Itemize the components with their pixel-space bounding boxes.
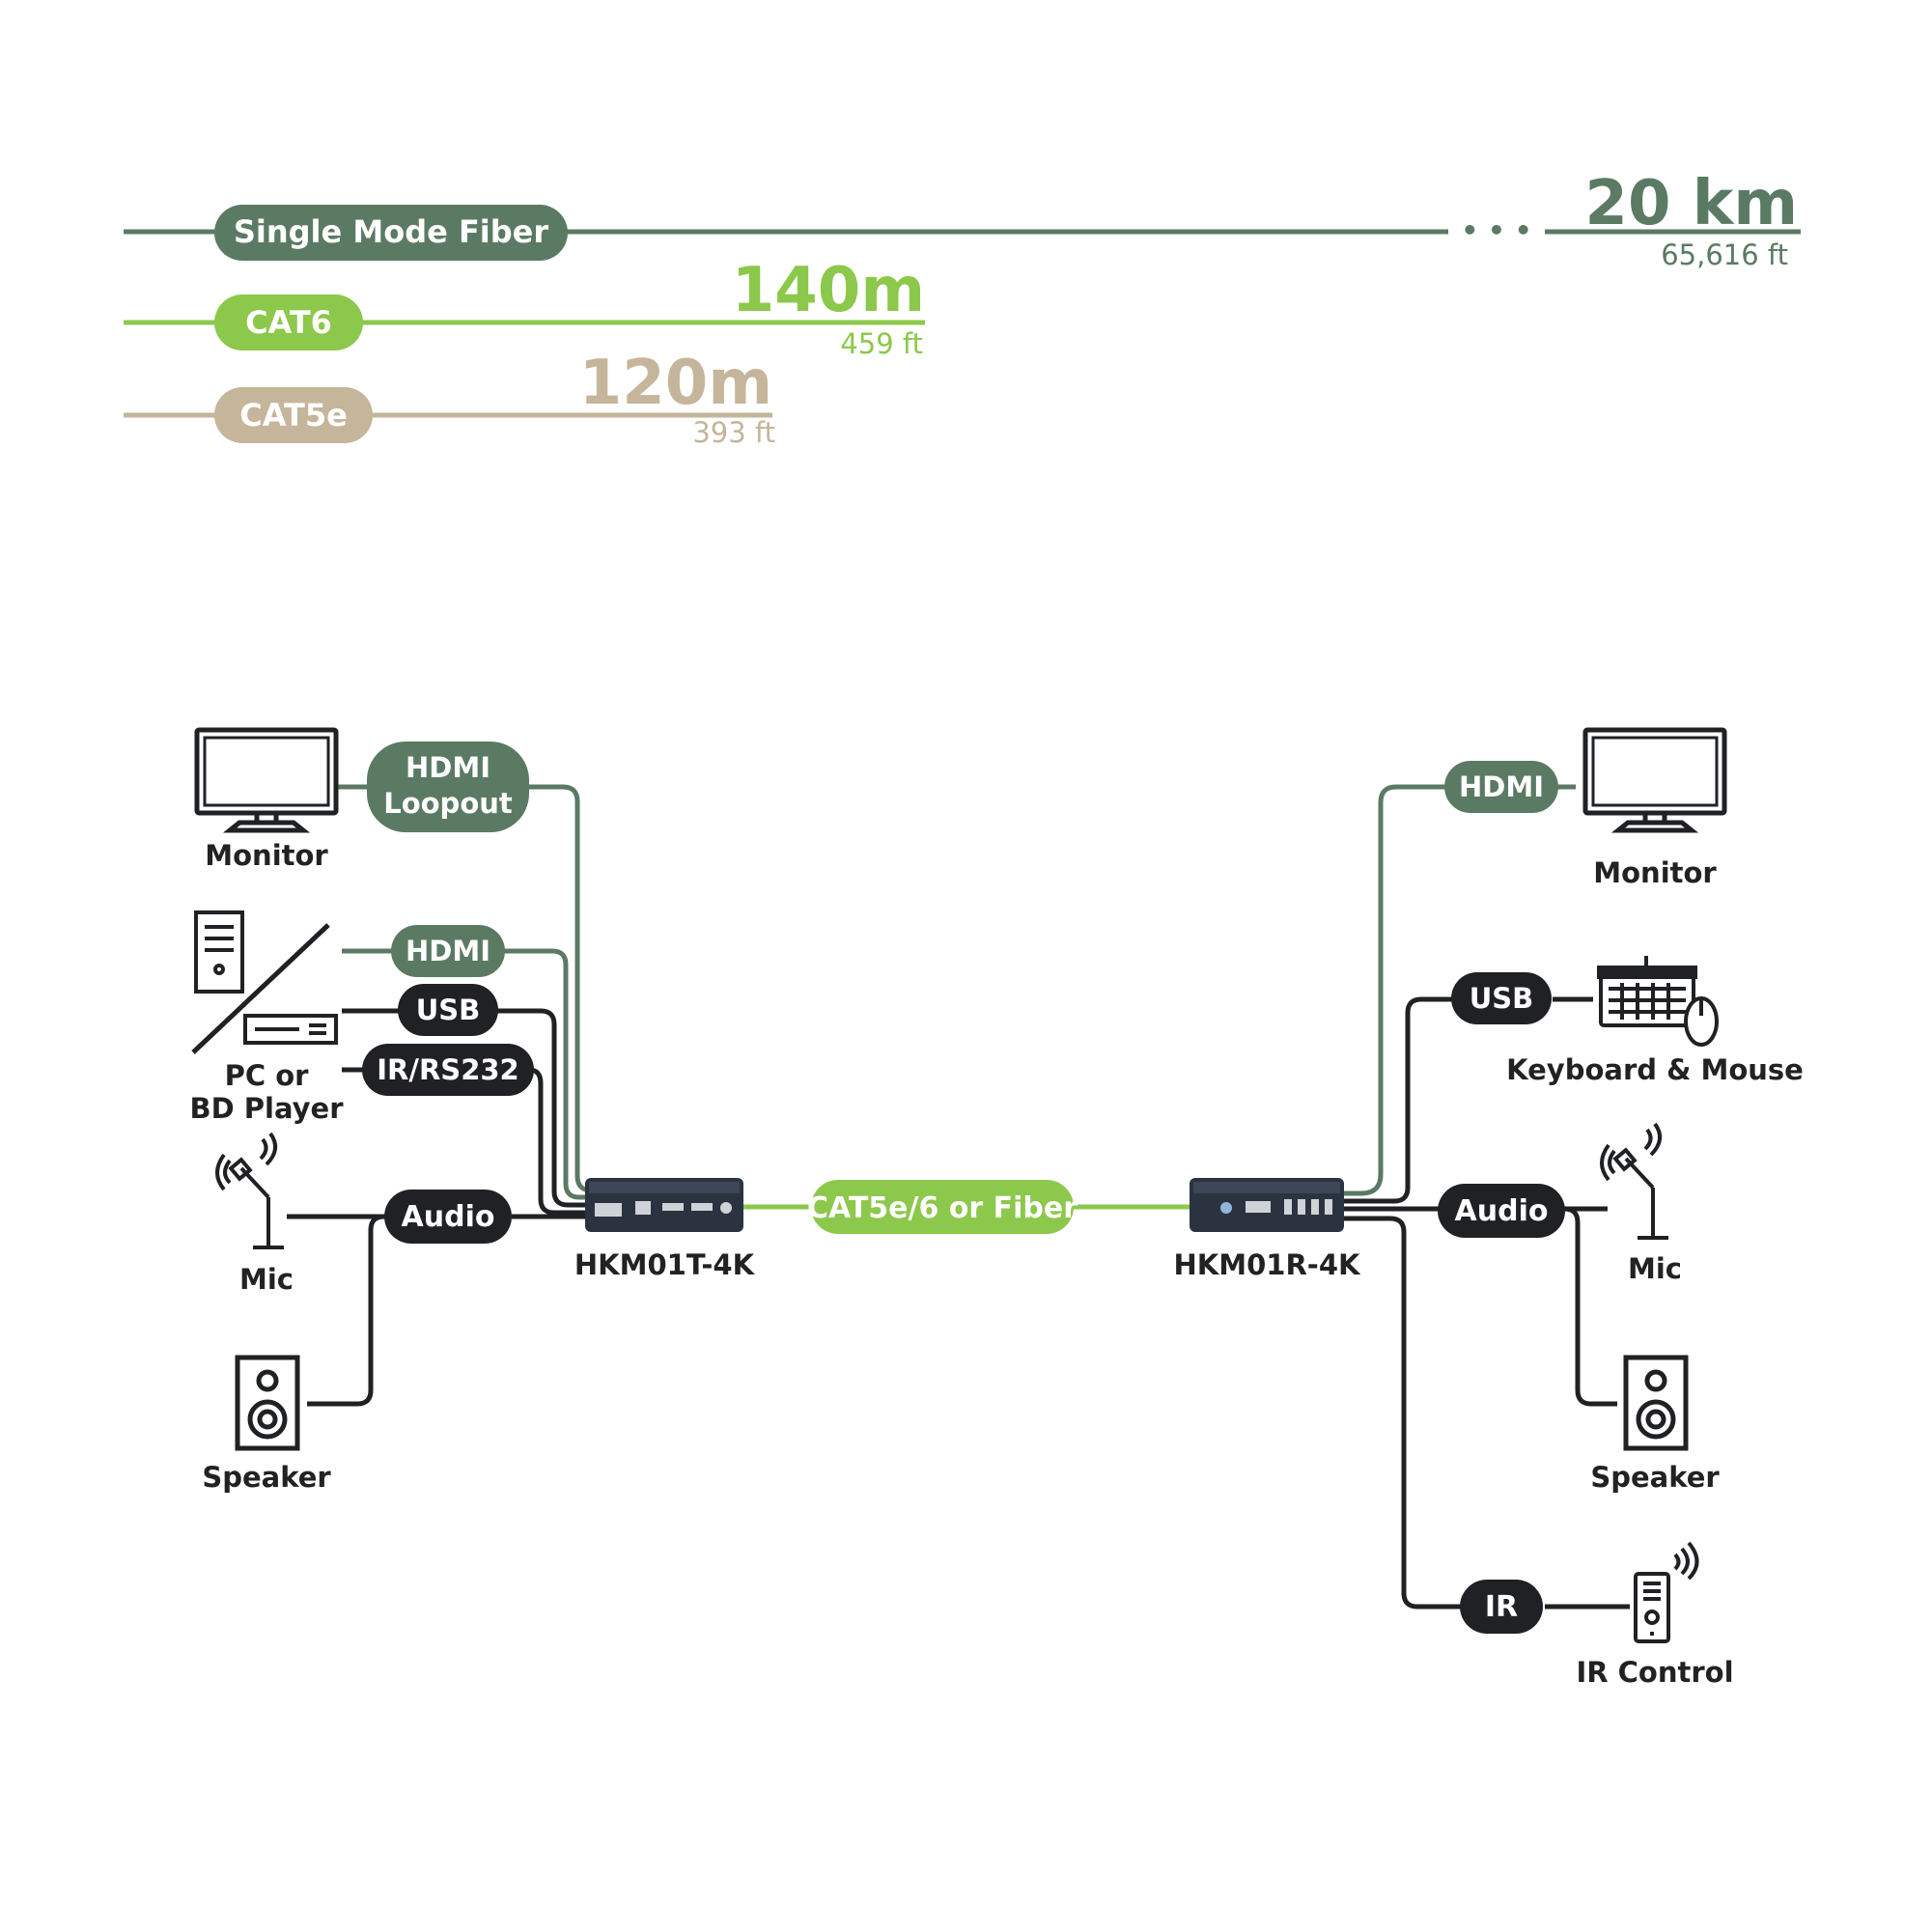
left-monitor-label: Monitor [205, 839, 328, 872]
link-pill [811, 1180, 1074, 1234]
cat6-distance-ft: 459 ft [840, 327, 923, 360]
hdmi-loopout-line1: HDMI [406, 751, 490, 784]
right-hdmi-pill [1444, 761, 1558, 813]
right-hdmi-label: HDMI [1459, 770, 1544, 803]
usb-label: USB [416, 994, 481, 1026]
pc-divider [191, 923, 330, 1054]
right-usb-label: USB [1470, 982, 1534, 1015]
fiber-label: Single Mode Fiber [234, 213, 549, 250]
right-speaker-label: Speaker [1590, 1461, 1720, 1494]
center-link: CAT5e/6 or Fiber [743, 1180, 1190, 1234]
distance-cat6: CAT6 140m 459 ft [124, 255, 925, 360]
distance-cat5e: CAT5e 120m 393 ft [124, 348, 775, 449]
fiber-pill [214, 205, 568, 261]
transmitter-device: HKM01T-4K [574, 1178, 756, 1281]
cat5e-label: CAT5e [239, 397, 348, 434]
right-ir-label: IR [1485, 1590, 1518, 1624]
right-ir-pill [1460, 1580, 1543, 1634]
hdmi-label: HDMI [406, 935, 490, 967]
fiber-distance: 20 km [1584, 168, 1798, 239]
left-wires [287, 784, 593, 1407]
left-monitor-icon [194, 727, 339, 833]
right-wires [1342, 784, 1630, 1610]
right-speaker-icon [1623, 1355, 1689, 1451]
hdmi-pill [391, 925, 505, 977]
ir-control-label: IR Control [1576, 1656, 1733, 1689]
cat5e-distance: 120m [579, 348, 772, 419]
left-speaker-icon [235, 1355, 300, 1451]
distance-fiber: • • • Single Mode Fiber 20 km 65,616 ft [124, 168, 1801, 271]
audio-pill [384, 1190, 512, 1244]
ir-remote-icon [1634, 1541, 1699, 1643]
hdmi-loopout-pill [367, 742, 529, 832]
right-audio-label: Audio [1455, 1194, 1549, 1228]
receiver-device: HKM01R-4K [1174, 1178, 1362, 1281]
left-mic-label: Mic [239, 1263, 294, 1296]
pc-label-line1: PC or [225, 1059, 310, 1092]
right-mic-label: Mic [1628, 1252, 1682, 1285]
transmitter-label: HKM01T-4K [574, 1248, 756, 1281]
receiver-label: HKM01R-4K [1174, 1248, 1362, 1281]
left-pills: HDMI Loopout HDMI USB IR/RS232 Audio [362, 742, 534, 1244]
keyboard-mouse-icon [1597, 956, 1719, 1047]
left-speaker-label: Speaker [202, 1461, 331, 1494]
cat5e-pill [214, 387, 373, 443]
ir-rs232-pill [362, 1044, 534, 1096]
audio-label: Audio [402, 1200, 495, 1234]
right-usb-pill [1451, 972, 1552, 1024]
right-mic-icon [1600, 1122, 1668, 1240]
pc-tower-icon [194, 910, 244, 994]
keyboard-mouse-label: Keyboard & Mouse [1506, 1053, 1804, 1086]
cat6-distance: 140m [732, 255, 925, 326]
bd-player-icon [243, 1014, 338, 1045]
right-pills: HDMI USB Audio IR [1438, 761, 1565, 1634]
ir-rs232-label: IR/RS232 [377, 1053, 518, 1086]
usb-pill [398, 984, 498, 1036]
hdmi-loopout-line2: Loopout [383, 787, 513, 820]
cat5e-distance-ft: 393 ft [692, 416, 775, 449]
fiber-distance-ft: 65,616 ft [1661, 238, 1788, 271]
pc-label-line2: BD Player [189, 1092, 344, 1125]
right-audio-pill [1438, 1184, 1565, 1238]
right-monitor-label: Monitor [1593, 856, 1717, 889]
cat6-label: CAT6 [245, 304, 332, 341]
left-mic-icon [215, 1132, 284, 1249]
cat6-pill [214, 294, 363, 350]
link-label: CAT5e/6 or Fiber [807, 1191, 1078, 1225]
fiber-dots: • • • [1461, 214, 1531, 246]
right-monitor-icon [1582, 727, 1727, 833]
